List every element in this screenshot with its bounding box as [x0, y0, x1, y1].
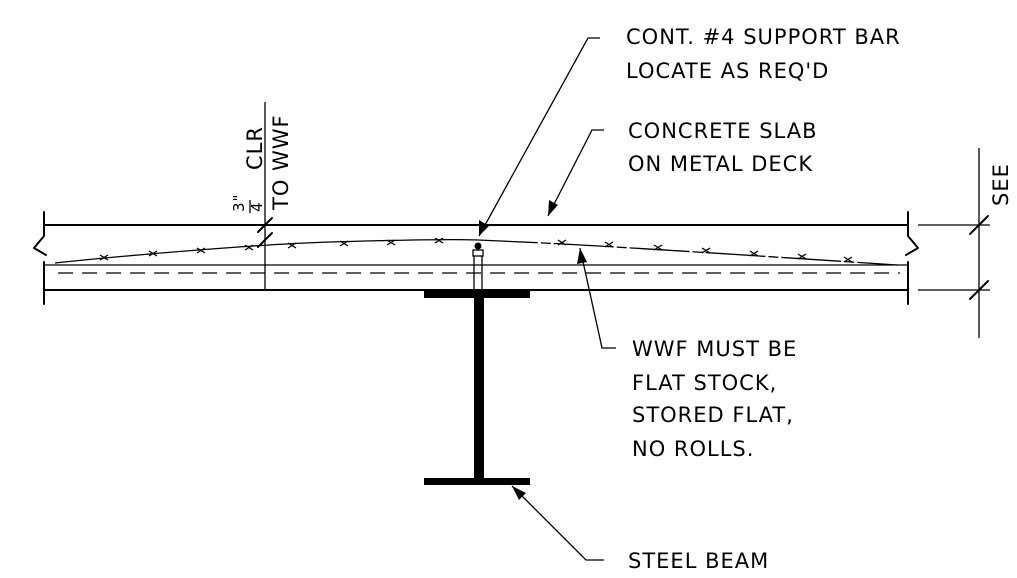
support-bar-callout: CONT. #4 SUPPORT BAR LOCATE AS REQ'D — [478, 25, 901, 237]
concrete-slab — [33, 211, 919, 305]
concrete-slab-label-line2: ON METAL DECK — [628, 152, 813, 176]
wwf-label-line2: FLAT STOCK, — [632, 371, 777, 395]
wwf-callout: WWF MUST BE FLAT STOCK, STORED FLAT, NO … — [577, 247, 797, 461]
wwf-reinforcement — [54, 237, 898, 266]
wwf-label-line1: WWF MUST BE — [632, 337, 797, 361]
steel-beam-label: STEEL BEAM — [628, 549, 769, 573]
concrete-slab-callout: CONCRETE SLAB ON METAL DECK — [547, 119, 817, 217]
clr-to-wwf-text: TO WWF — [269, 114, 293, 211]
steel-beam — [424, 291, 530, 485]
support-bar-label-line1: CONT. #4 SUPPORT BAR — [626, 25, 901, 49]
clr-text: CLR — [243, 126, 267, 170]
clr-fraction-numerator: 3" — [230, 194, 248, 212]
wwf-cross-marks — [99, 237, 853, 263]
support-bar-chair — [472, 242, 484, 292]
wwf-label-line4: NO ROLLS. — [632, 437, 754, 461]
wwf-label-line3: STORED FLAT, — [632, 403, 794, 427]
see-dimension: SEE — [918, 148, 1013, 338]
see-text: SEE — [989, 163, 1013, 206]
clr-fraction-denominator: 4 — [248, 201, 266, 212]
concrete-slab-label-line1: CONCRETE SLAB — [628, 119, 817, 143]
support-bar-label-line2: LOCATE AS REQ'D — [626, 59, 829, 83]
clear-cover-dimension: 3" 4 CLR TO WWF — [230, 102, 293, 290]
steel-beam-callout: STEEL BEAM — [511, 485, 769, 573]
